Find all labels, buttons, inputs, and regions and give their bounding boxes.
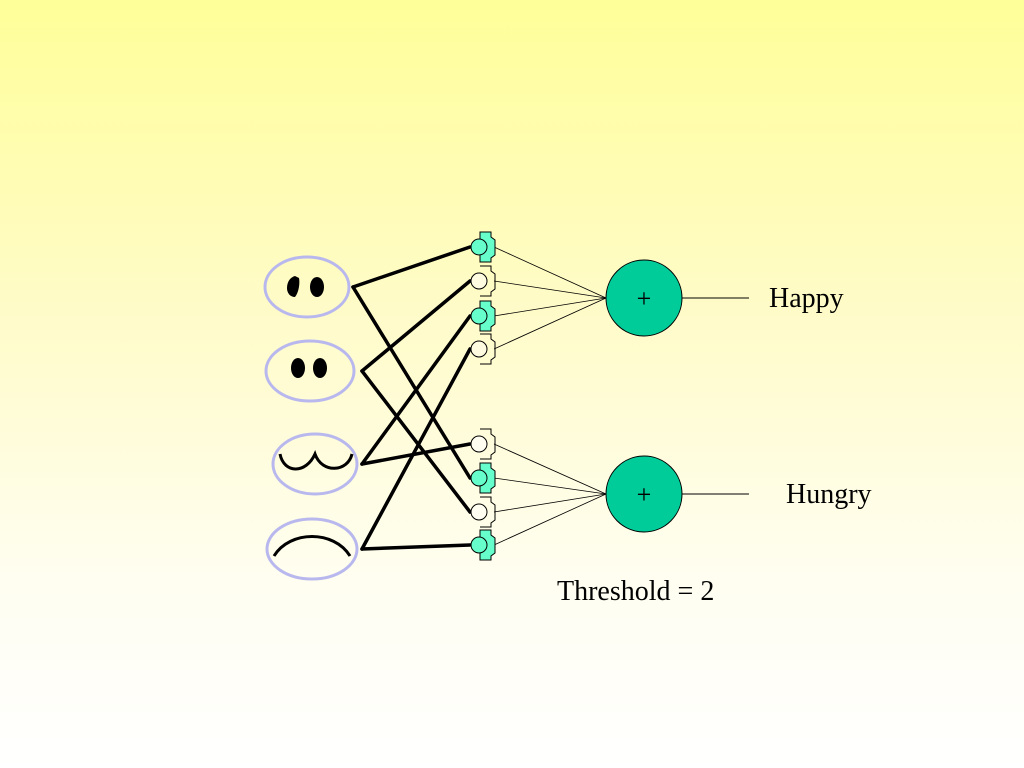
- synapse-active: [470, 529, 496, 561]
- neuron-sum-sign: +: [637, 480, 652, 509]
- synapse-inactive: [470, 265, 496, 297]
- round-eyes-icon: [291, 358, 327, 378]
- dendrites: [493, 246, 607, 546]
- connection: [360, 543, 472, 551]
- connection: [351, 245, 472, 289]
- output-label-happy: Happy: [769, 283, 844, 314]
- input-connections: [351, 245, 472, 551]
- input-frown-mouth: [265, 517, 359, 581]
- connection: [360, 369, 472, 514]
- synapse-active: [470, 300, 496, 332]
- connection: [360, 279, 472, 373]
- synapse-inactive: [470, 428, 496, 460]
- output-neuron-hungry: +: [605, 455, 749, 533]
- synapses-hungry: [470, 428, 496, 561]
- synapse-active: [470, 231, 496, 263]
- synapse-inactive: [470, 496, 496, 528]
- raised-eyes-icon: [287, 276, 324, 297]
- connection: [360, 314, 472, 466]
- smile-mouth-icon: [278, 449, 354, 471]
- input-raised-eyes: [263, 255, 351, 319]
- synapse-active: [470, 462, 496, 494]
- connection: [360, 442, 472, 466]
- synapse-inactive: [470, 333, 496, 365]
- connection: [360, 347, 472, 551]
- input-smile-mouth: [271, 432, 359, 496]
- input-round-eyes: [264, 339, 356, 403]
- threshold-label: Threshold = 2: [557, 576, 714, 607]
- output-neuron-happy: +: [605, 259, 749, 337]
- synapses-happy: [470, 231, 496, 365]
- frown-mouth-icon: [272, 535, 352, 557]
- neuron-sum-sign: +: [637, 284, 652, 313]
- output-label-hungry: Hungry: [786, 479, 872, 510]
